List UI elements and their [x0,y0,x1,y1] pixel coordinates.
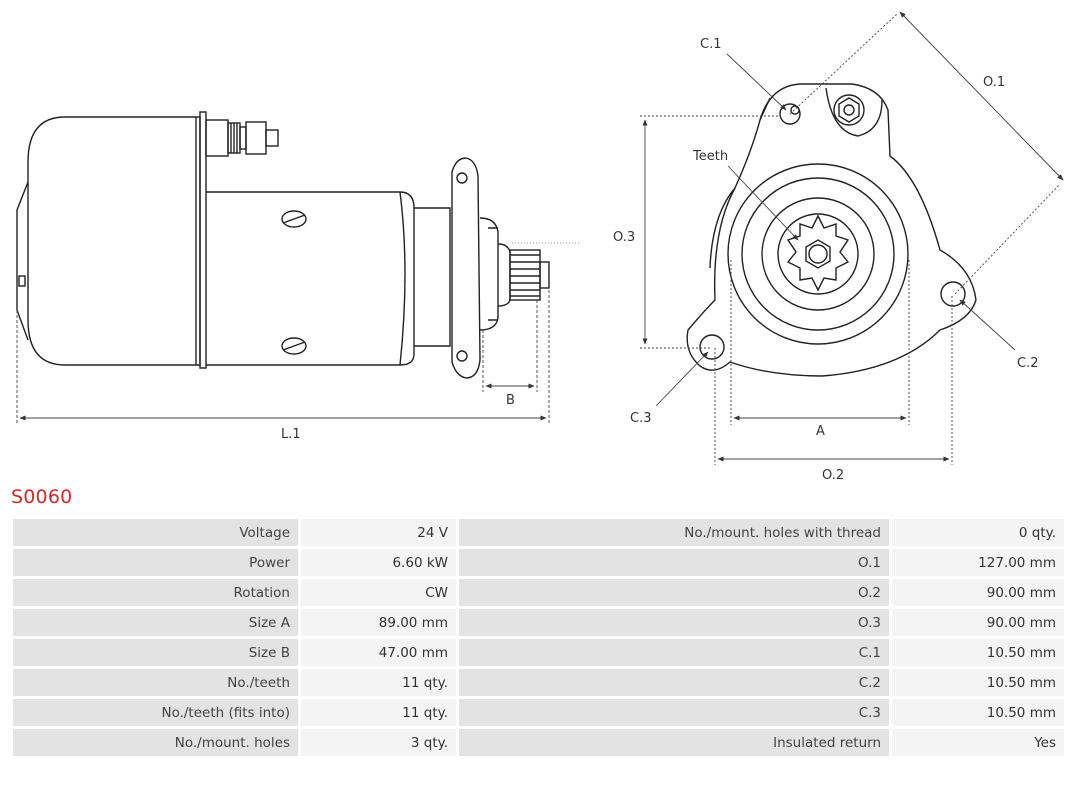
spec-value: 10.50 mm [892,639,1064,666]
spec-value: 24 V [301,519,456,546]
spec-value: 11 qty. [301,669,456,696]
spec-label: O.2 [459,579,889,606]
spec-label: No./teeth [13,669,298,696]
front-view-dimensions [640,11,1064,465]
spec-label: O.1 [459,549,889,576]
technical-drawing: L.1 B [16,11,1064,480]
spec-value: 6.60 kW [301,549,456,576]
spec-value: 90.00 mm [892,609,1064,636]
spec-value: 90.00 mm [892,579,1064,606]
spec-value: 0 qty. [892,519,1064,546]
dim-label-o2: O.2 [822,468,844,480]
spec-label: Power [13,549,298,576]
dim-label-c1: C.1 [700,37,721,52]
spec-label: C.2 [459,669,889,696]
spec-label: Insulated return [459,729,889,756]
dim-label-c2: C.2 [1017,356,1038,371]
spec-value: 11 qty. [301,699,456,726]
dim-label-c3: C.3 [630,411,651,426]
dim-label-l1: L.1 [281,427,301,442]
front-view [686,83,977,377]
spec-label: C.3 [459,699,889,726]
side-view [16,111,550,379]
spec-label: Rotation [13,579,298,606]
spec-label: Voltage [13,519,298,546]
dim-label-b: B [506,393,515,408]
spec-value: 10.50 mm [892,699,1064,726]
dim-label-o1: O.1 [983,75,1005,90]
dim-label-teeth: Teeth [692,149,728,164]
dim-label-o3: O.3 [613,230,635,245]
spec-label: Size B [13,639,298,666]
spec-label: No./teeth (fits into) [13,699,298,726]
dim-label-a: A [816,424,825,439]
spec-label: No./mount. holes [13,729,298,756]
spec-value: Yes [892,729,1064,756]
spec-value: 89.00 mm [301,609,456,636]
side-view-dimensions [16,242,580,425]
spec-label: C.1 [459,639,889,666]
spec-value: 127.00 mm [892,549,1064,576]
spec-value: CW [301,579,456,606]
spec-label: Size A [13,609,298,636]
spec-value: 10.50 mm [892,669,1064,696]
spec-value: 47.00 mm [301,639,456,666]
part-code-title: S0060 [11,486,73,508]
spec-label: No./mount. holes with thread [459,519,889,546]
spec-value: 3 qty. [301,729,456,756]
spec-label: O.3 [459,609,889,636]
